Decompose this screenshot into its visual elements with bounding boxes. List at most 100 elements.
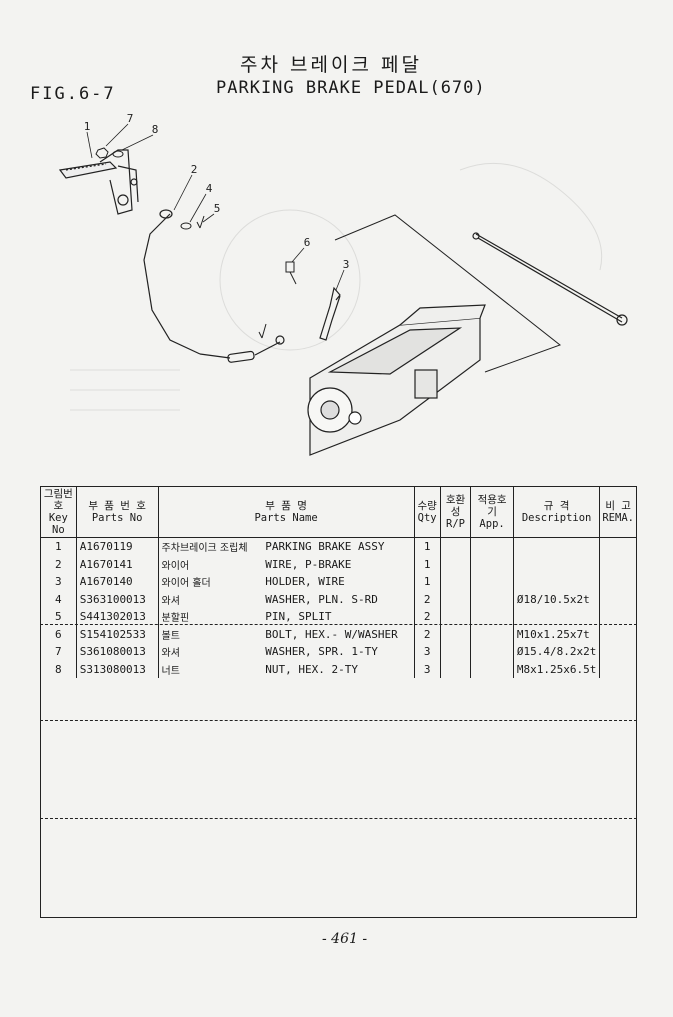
col-key-no-en: Key No <box>48 512 68 536</box>
cell-description: Ø15.4/8.2x2t <box>512 643 601 661</box>
cell-name: PIN, SPLIT <box>262 608 415 626</box>
cell-name: WASHER, PLN. S-RD <box>262 590 415 608</box>
cell-key: 8 <box>40 660 77 678</box>
callout-5: 5 <box>214 202 221 215</box>
cell-qty: 3 <box>413 643 441 661</box>
callout-6: 6 <box>304 236 311 249</box>
callout-7: 7 <box>127 112 134 125</box>
cell-name: NUT, HEX. 2-TY <box>262 660 415 678</box>
cell-name: BOLT, HEX.- W/WASHER <box>262 625 415 643</box>
cell-parts-no: S154102533 <box>75 625 159 643</box>
cell-description: M8x1.25x6.5t <box>512 660 601 678</box>
cell-name-ko: 주차브레이크 조립체 <box>157 537 263 556</box>
col-remarks-ko: 비 고 <box>605 500 631 512</box>
cell-parts-no: S441302013 <box>75 608 159 626</box>
cell-parts-no: A1670119 <box>75 537 159 556</box>
cell-description <box>512 537 601 556</box>
callout-8: 8 <box>152 123 159 136</box>
cell-key: 5 <box>40 608 77 626</box>
col-parts-no-en: Parts No <box>91 512 143 524</box>
group-divider <box>40 720 637 721</box>
cell-qty: 1 <box>413 573 441 591</box>
col-rp-ko: 호환성 <box>445 494 466 518</box>
wire-holder-part <box>319 286 341 341</box>
cell-description <box>512 573 601 591</box>
cell-name-ko: 너트 <box>157 660 263 678</box>
col-remarks-en: REMA. <box>602 512 634 524</box>
col-parts-name-en: Parts Name <box>254 512 318 524</box>
callout-2: 2 <box>191 163 198 176</box>
cell-qty: 1 <box>413 555 441 573</box>
transmission-housing <box>307 304 486 456</box>
page-title-english: PARKING BRAKE PEDAL(670) <box>216 78 486 98</box>
cell-name-ko: 와셔 <box>157 643 263 661</box>
cell-parts-no: S313080013 <box>75 660 159 678</box>
wire-p-brake-part <box>143 209 285 363</box>
cell-qty: 2 <box>413 608 441 626</box>
group-divider <box>40 818 637 819</box>
col-description-en: Description <box>521 512 592 524</box>
cell-key: 6 <box>40 625 77 643</box>
cell-key: 1 <box>40 537 77 556</box>
washer-and-pin-parts <box>180 215 267 339</box>
cell-parts-no: S361080013 <box>75 643 159 661</box>
col-parts-no-ko: 부 품 번 호 <box>88 500 146 512</box>
cell-parts-no: S363100013 <box>75 590 159 608</box>
cell-parts-no: A1670141 <box>75 555 159 573</box>
parking-brake-assy-part <box>58 149 139 215</box>
cell-key: 3 <box>40 573 77 591</box>
cell-description <box>512 555 601 573</box>
cell-description: Ø18/10.5x2t <box>512 590 601 608</box>
cell-key: 4 <box>40 590 77 608</box>
cell-key: 7 <box>40 643 77 661</box>
cell-qty: 3 <box>413 660 441 678</box>
col-qty-ko: 수량 <box>417 500 437 512</box>
cell-name: HOLDER, WIRE <box>262 573 415 591</box>
cell-name-ko: 와셔 <box>157 590 263 608</box>
cell-name: PARKING BRAKE ASSY <box>262 537 415 556</box>
page-title-korean: 주차 브레이크 페달 <box>240 54 422 76</box>
col-qty-en: Qty <box>417 512 437 524</box>
callout-1: 1 <box>84 120 91 133</box>
callout-4: 4 <box>206 182 213 195</box>
cell-name-ko: 분할핀 <box>157 608 263 626</box>
cell-name-ko: 와이어 <box>157 555 263 573</box>
figure-label: FIG.6-7 <box>30 84 116 104</box>
cell-name: WIRE, P-BRAKE <box>262 555 415 573</box>
cell-qty: 2 <box>413 625 441 643</box>
nut-and-washer-parts <box>95 147 124 159</box>
shaft-part <box>472 232 628 326</box>
cell-description <box>512 608 601 626</box>
col-app-ko: 적용호기 <box>477 494 507 518</box>
cell-key: 2 <box>40 555 77 573</box>
cell-description: M10x1.25x7t <box>512 625 601 643</box>
group-divider <box>40 624 637 625</box>
exploded-parts-drawing: 1 7 8 2 4 5 6 3 <box>58 112 628 456</box>
cell-qty: 2 <box>413 590 441 608</box>
col-parts-name-ko: 부 품 명 <box>265 500 307 512</box>
callout-3: 3 <box>343 258 350 271</box>
cell-name: WASHER, SPR. 1-TY <box>262 643 415 661</box>
cell-name-ko: 볼트 <box>157 625 263 643</box>
col-description-ko: 규 격 <box>543 500 570 512</box>
col-key-no-ko: 그림번호 <box>43 488 73 512</box>
col-rp-en: R/P <box>446 518 465 530</box>
